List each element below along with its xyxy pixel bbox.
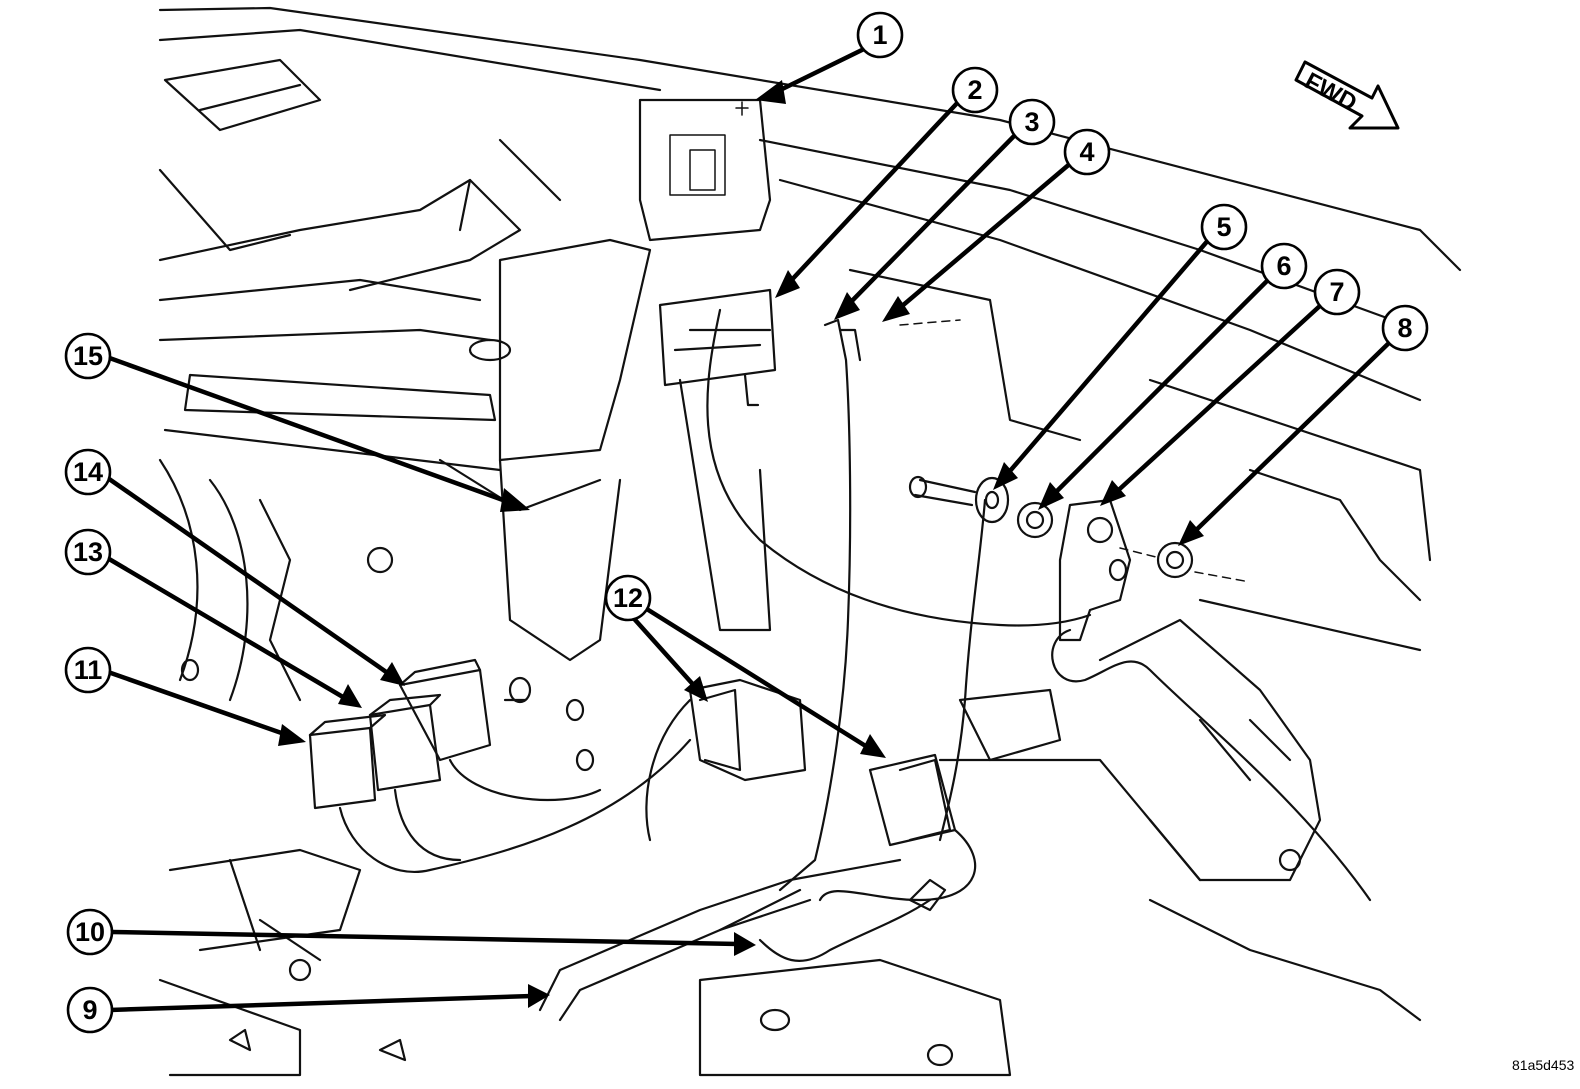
- callout-13: 13: [64, 528, 112, 576]
- leader-13: [102, 554, 350, 702]
- callout-10: 10: [66, 908, 114, 956]
- svg-text:8: 8: [1397, 313, 1412, 343]
- leader-2: [784, 98, 962, 288]
- svg-text:15: 15: [73, 341, 103, 371]
- callout-14: 14: [64, 448, 112, 496]
- svg-text:10: 10: [75, 917, 105, 947]
- leader-12a: [626, 610, 700, 692]
- callout-12: 12: [604, 574, 652, 622]
- callout-1: 1: [856, 11, 904, 59]
- leader-14: [100, 472, 394, 678]
- leader-1: [769, 45, 867, 98]
- svg-text:9: 9: [82, 995, 97, 1025]
- callout-11: 11: [64, 646, 112, 694]
- leader-7: [1110, 302, 1324, 498]
- callouts: 1 2 3 4 5 6 7 8 9 10 11 12 13 14 15: [64, 11, 1429, 1034]
- leader-12b: [640, 604, 874, 752]
- leader-10: [111, 929, 739, 947]
- leader-5: [1002, 236, 1212, 480]
- svg-text:5: 5: [1216, 212, 1231, 242]
- fwd-arrow-icon: [1294, 60, 1400, 130]
- svg-text:14: 14: [73, 457, 103, 487]
- callout-9: 9: [66, 986, 114, 1034]
- leader-6: [1048, 276, 1272, 500]
- callout-6: 6: [1260, 242, 1308, 290]
- leader-lines: [100, 45, 1394, 1013]
- leader-15: [103, 353, 515, 507]
- fwd-direction-arrow: FWD: [1294, 60, 1400, 130]
- callout-7: 7: [1313, 268, 1361, 316]
- callout-15: 15: [64, 332, 112, 380]
- callout-5: 5: [1200, 203, 1248, 251]
- leader-11: [107, 669, 291, 739]
- svg-text:3: 3: [1024, 107, 1039, 137]
- callout-8: 8: [1381, 304, 1429, 352]
- leader-9: [109, 993, 533, 1013]
- engine-compartment-drawing: [158, 6, 1462, 1077]
- callout-3: 3: [1008, 98, 1056, 146]
- svg-text:13: 13: [73, 537, 103, 567]
- leader-4: [893, 160, 1074, 314]
- leader-8: [1188, 338, 1394, 538]
- svg-text:4: 4: [1079, 137, 1094, 167]
- svg-text:6: 6: [1276, 251, 1291, 281]
- svg-text:11: 11: [74, 655, 103, 685]
- callout-4: 4: [1063, 128, 1111, 176]
- svg-text:2: 2: [967, 75, 982, 105]
- svg-text:7: 7: [1329, 277, 1344, 307]
- callout-2: 2: [951, 66, 999, 114]
- figure-id: 81a5d453: [1512, 1057, 1575, 1073]
- svg-text:12: 12: [613, 583, 643, 613]
- svg-text:1: 1: [872, 20, 887, 50]
- leader-3: [843, 130, 1020, 310]
